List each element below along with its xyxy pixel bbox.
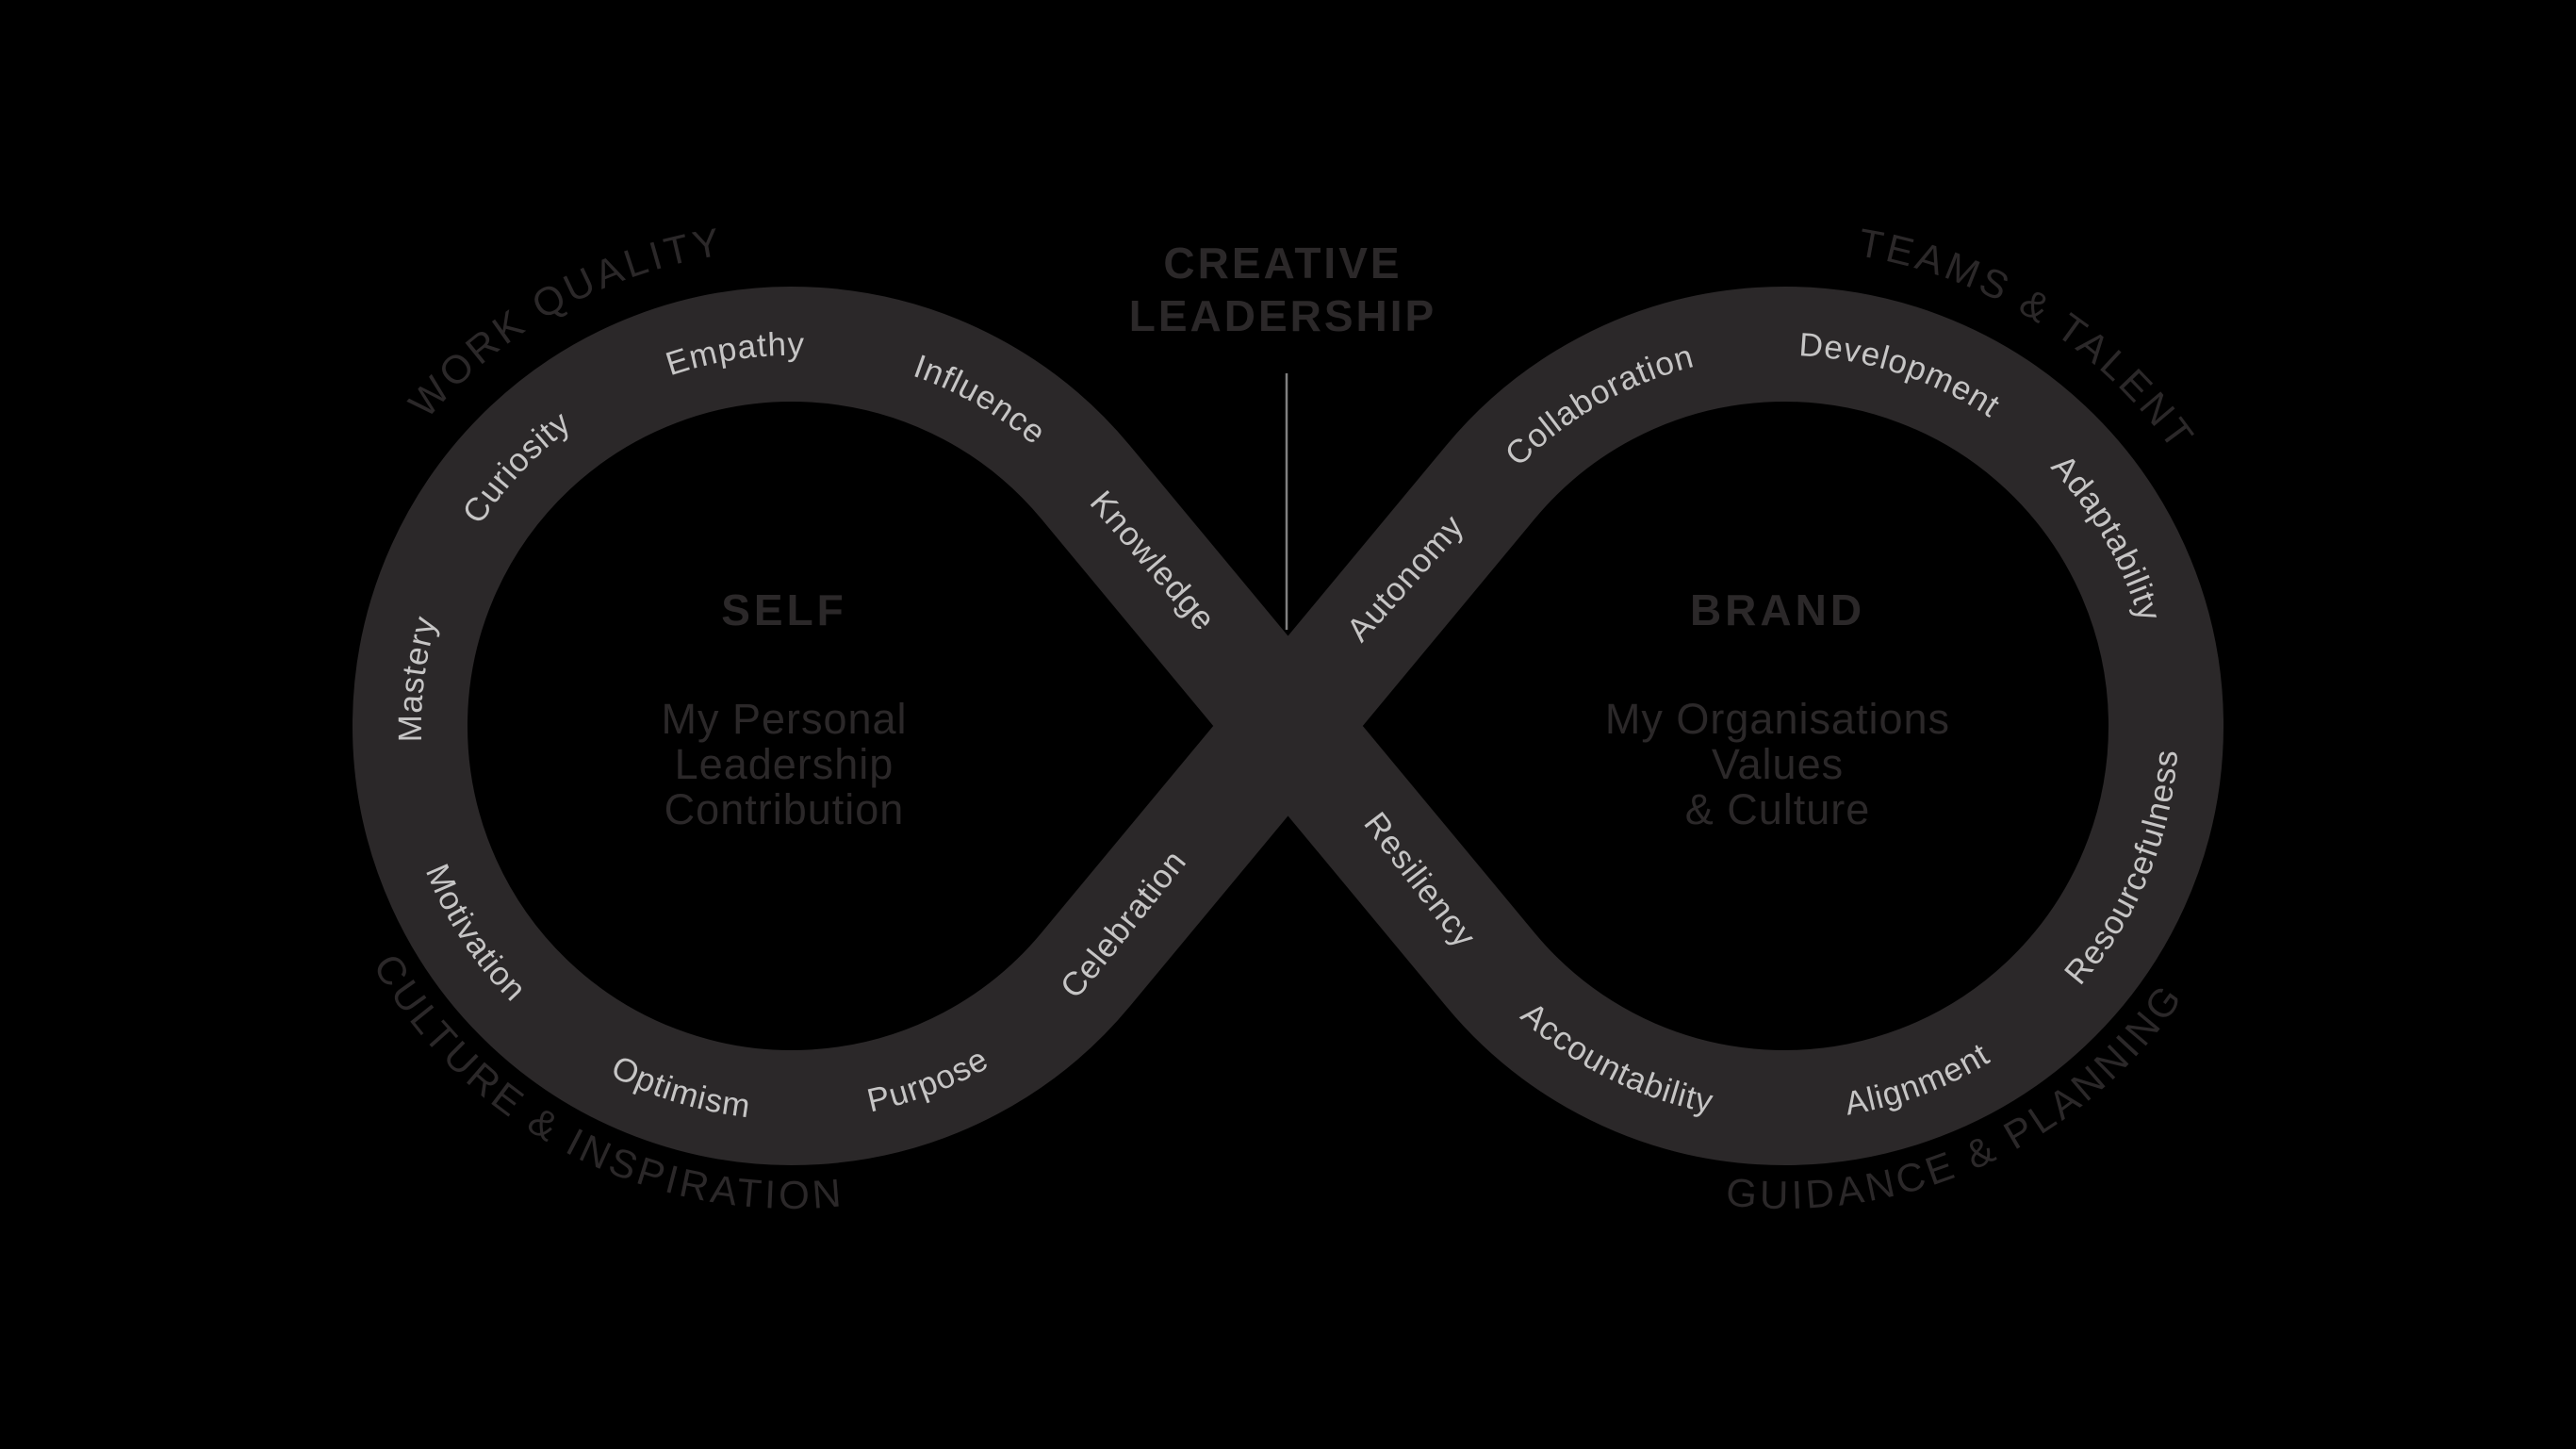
self-description-line-3: Contribution xyxy=(665,785,905,833)
self-description-line-1: My Personal xyxy=(661,695,907,743)
brand-heading: BRAND xyxy=(1690,585,1865,634)
self-description-line-2: Leadership xyxy=(675,740,894,788)
infinity-ribbon xyxy=(353,287,2223,1165)
page-title-line-2: LEADERSHIP xyxy=(1129,291,1436,340)
page-title-line-1: CREATIVE xyxy=(1163,239,1402,288)
brand-description-line-3: & Culture xyxy=(1685,785,1871,833)
brand-description-line-1: My Organisations xyxy=(1605,695,1950,743)
self-heading: SELF xyxy=(721,585,847,634)
brand-description-line-2: Values xyxy=(1712,740,1844,788)
